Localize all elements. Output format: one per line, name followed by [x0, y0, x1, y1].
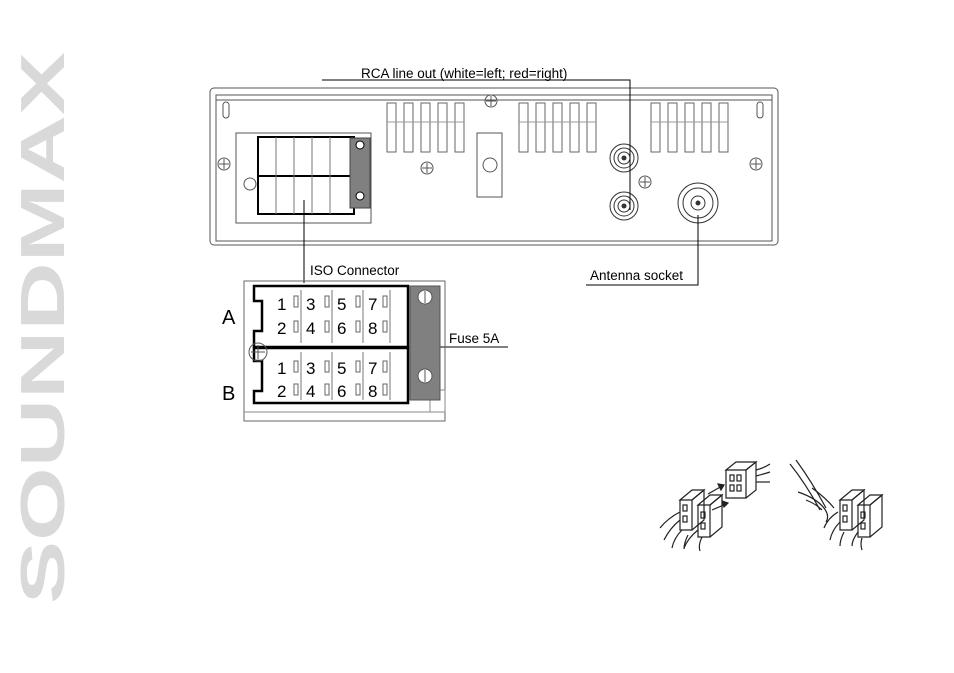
- pin-number: 3: [306, 359, 315, 378]
- rear-panel: [209, 87, 779, 246]
- screw-icon: [420, 161, 434, 175]
- pin-labels-b-bottom: 2 4 6 8: [277, 382, 377, 401]
- row-b-label: B: [222, 383, 235, 405]
- pin-number: 1: [277, 295, 286, 314]
- pin-labels-a-top: 1 3 5 7: [277, 295, 377, 314]
- pin-number: 7: [368, 359, 377, 378]
- screw-icon: [217, 157, 231, 171]
- panel-screws: [217, 94, 763, 189]
- pin-number: 2: [277, 319, 286, 338]
- iso-plug-illustration-left: [659, 460, 771, 552]
- iso-connector-label: ISO Connector: [310, 263, 400, 278]
- pin-number: 4: [306, 319, 315, 338]
- pin-number: 6: [337, 382, 346, 401]
- rca-jack-white: [609, 143, 639, 173]
- rca-label: RCA line out (white=left; red=right): [361, 66, 567, 81]
- vent-slots: [386, 102, 729, 153]
- screw-icon: [749, 157, 763, 171]
- rca-jacks: [609, 143, 639, 221]
- row-a-label: A: [222, 307, 236, 329]
- iso-plug-illustration-right: [789, 459, 884, 551]
- iso-connector-detail: [243, 280, 446, 422]
- pin-number: 6: [337, 319, 346, 338]
- brand-watermark: SOUNDMAX: [18, 52, 72, 604]
- pin-number: 8: [368, 319, 377, 338]
- pin-number: 2: [277, 382, 286, 401]
- pin-number: 5: [337, 359, 346, 378]
- brand-logo-text: SOUNDMAX: [18, 52, 72, 604]
- center-bracket: [476, 132, 503, 198]
- pin-number: 7: [368, 295, 377, 314]
- pin-number: 5: [337, 295, 346, 314]
- fuse-screw-icon: [417, 368, 433, 384]
- antenna-label: Antenna socket: [590, 268, 683, 283]
- pin-number: 3: [306, 295, 315, 314]
- panel-iso-socket: [235, 132, 372, 224]
- fuse-label: Fuse 5A: [449, 331, 499, 346]
- leader-lines: [303, 79, 699, 348]
- screw-icon: [248, 342, 268, 362]
- pin-number: 1: [277, 359, 286, 378]
- pin-labels-a-bottom: 2 4 6 8: [277, 319, 377, 338]
- screw-icon: [638, 175, 652, 189]
- pin-labels-b-top: 1 3 5 7: [277, 359, 377, 378]
- pin-number: 8: [368, 382, 377, 401]
- pin-number: 4: [306, 382, 315, 401]
- screw-icon: [484, 94, 498, 108]
- rca-jack-red: [609, 191, 639, 221]
- fuse-screw-icon: [417, 289, 433, 305]
